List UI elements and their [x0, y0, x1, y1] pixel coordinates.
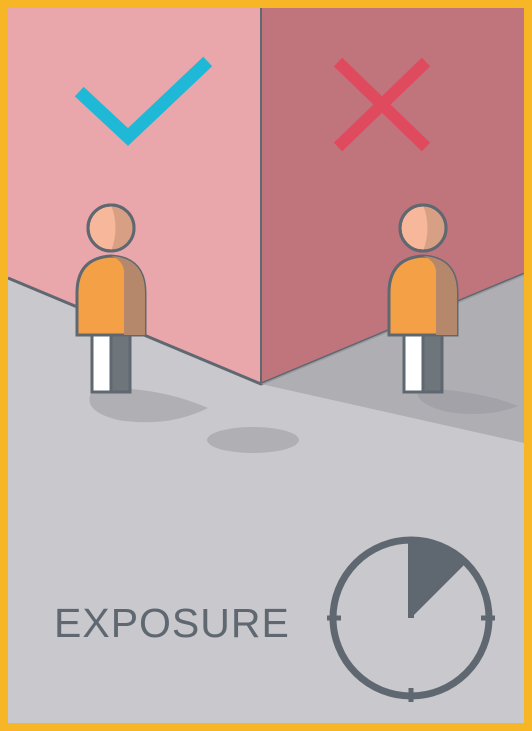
exposure-label: EXPOSURE	[54, 603, 290, 644]
person-shadow-blob	[207, 427, 299, 453]
